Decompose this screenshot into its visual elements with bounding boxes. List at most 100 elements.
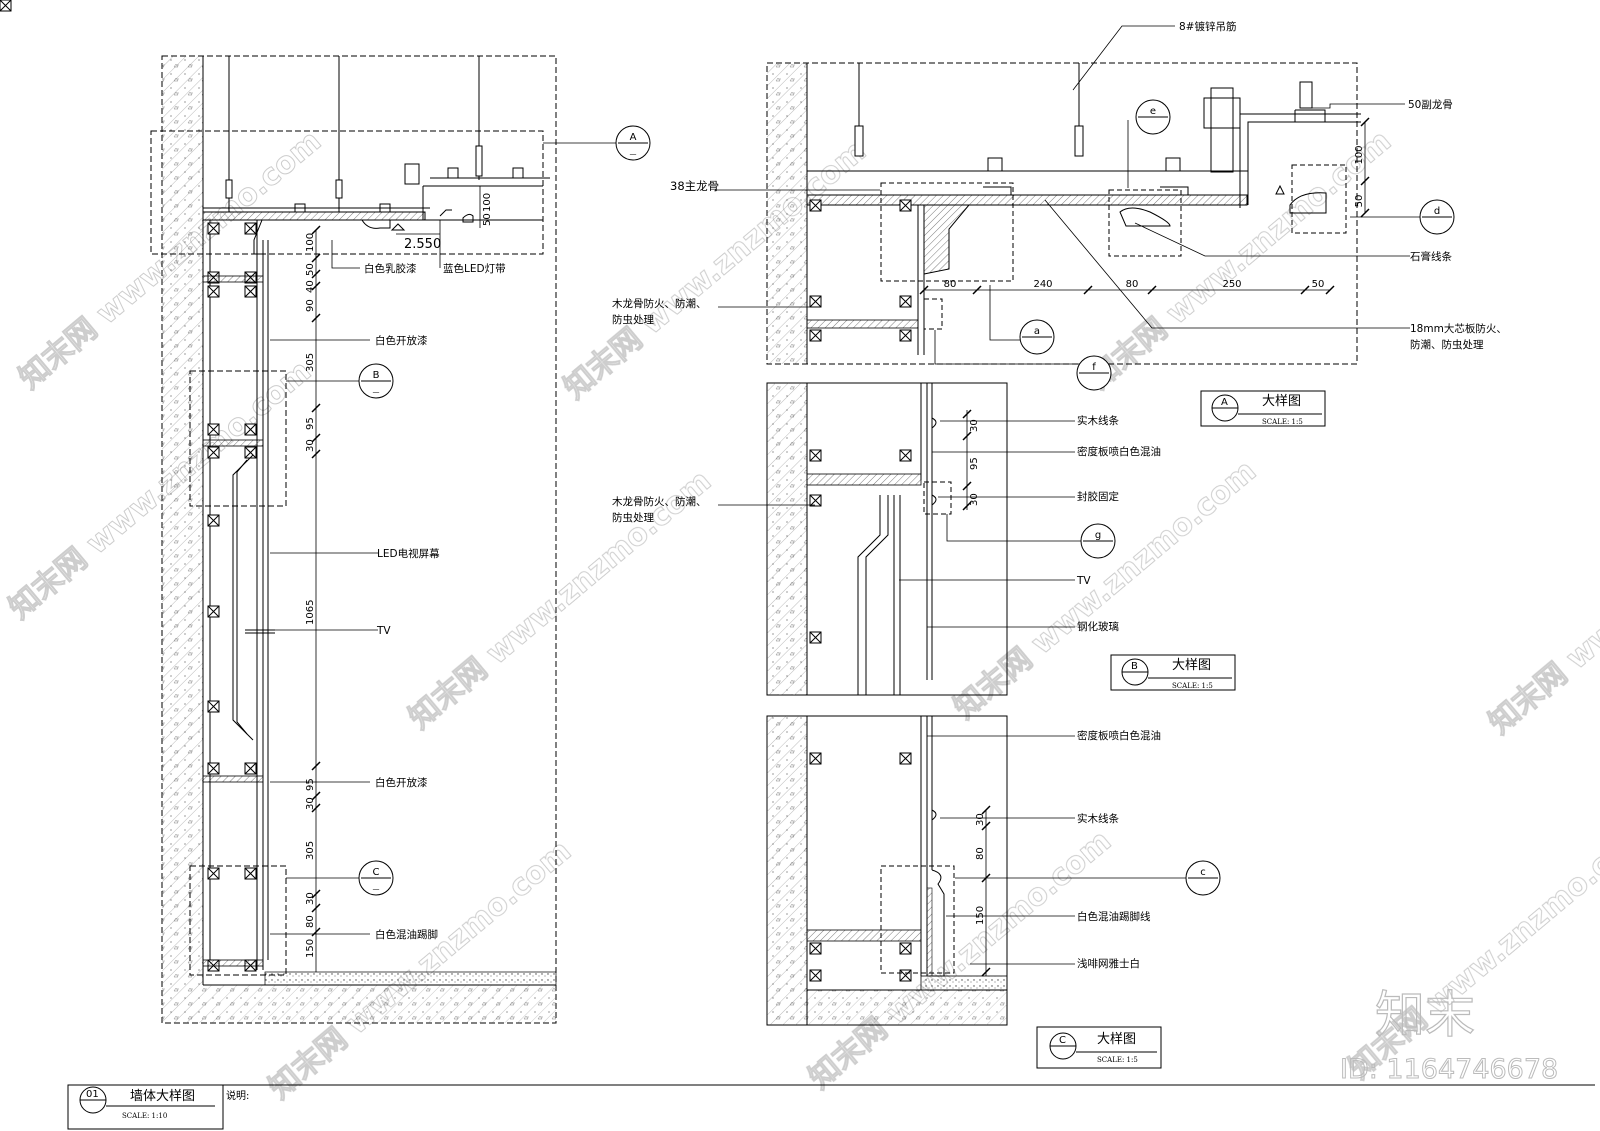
caption-a: A 大样图 SCALE: 1:5 — [1200, 390, 1326, 427]
detail-c: 30 80 150 密度板喷白色混油 实木线条 白色混油踢脚线 浅啡网雅士白 c… — [766, 715, 1221, 1069]
label-wood-keel: 防虫处理 — [612, 313, 654, 326]
dim-label: 80 — [944, 279, 957, 290]
label-stone: 浅啡网雅士白 — [1077, 957, 1140, 970]
label-main-keel: 38主龙骨 — [670, 179, 719, 193]
detail-a: 80 240 80 250 50 100 50 8#镀锌吊筋 50副龙骨 38主… — [612, 20, 1507, 427]
dim-label: 95 — [969, 457, 980, 470]
level-mark: 2.550 — [404, 237, 441, 252]
label-mdf: 密度板喷白色混油 — [1077, 445, 1161, 458]
dimension-chain — [311, 225, 321, 972]
watermark-text: 知末网 www.znzmo.com — [803, 824, 1118, 1097]
watermark-text: 知末网 www.znzmo.com — [558, 134, 873, 407]
callout-label: B — [373, 370, 380, 381]
caption-scale: SCALE: 1:5 — [1172, 682, 1213, 690]
callout-label: — — [373, 388, 380, 396]
callout-label: g — [1095, 530, 1101, 541]
label-hanger: 8#镀锌吊筋 — [1179, 20, 1236, 33]
notes-label: 说明: — [226, 1089, 249, 1102]
label-board: 防潮、防虫处理 — [1410, 338, 1484, 351]
callout-label: C — [373, 867, 380, 878]
label-solid-wood: 实木线条 — [1077, 812, 1119, 825]
drawing-title: 墙体大样图 — [130, 1089, 195, 1104]
dim-label: 240 — [1033, 279, 1052, 290]
dim-label: 50 — [1354, 195, 1365, 208]
dim-label: 80 — [305, 915, 316, 928]
wall-cladding — [209, 220, 269, 970]
dim-label: 40 — [305, 280, 316, 293]
dim-label: 100 — [482, 193, 493, 212]
watermark-text: 知末网 www.znzmo.com — [1483, 469, 1600, 742]
drawing-scale: SCALE: 1:10 — [122, 1112, 167, 1120]
dim-label: 100 — [305, 233, 316, 252]
label-mdf: 密度板喷白色混油 — [1077, 729, 1161, 742]
label-open-paint: 白色开放漆 — [375, 334, 428, 347]
caption-title: 大样图 — [1097, 1032, 1136, 1047]
main-wall-section: 2.550 — [0, 0, 651, 1024]
caption-scale: SCALE: 1:5 — [1097, 1056, 1138, 1064]
label-sub-keel: 50副龙骨 — [1408, 98, 1453, 111]
dim-label: 305 — [305, 353, 316, 372]
callout-bubbles — [358, 125, 651, 896]
label-wood-keel: 防虫处理 — [612, 511, 654, 524]
tv-unit — [232, 454, 275, 741]
callout-label: c — [1200, 867, 1206, 878]
dim-label: 50 — [482, 213, 493, 226]
dim-label: 150 — [305, 939, 316, 958]
watermark-text: 知末网 www.znzmo.com — [1343, 814, 1600, 1087]
label-solid-wood: 实木线条 — [1077, 414, 1119, 427]
caption-c: C 大样图 SCALE: 1:5 — [1036, 1026, 1162, 1069]
label-led-screen: LED电视屏幕 — [377, 547, 440, 560]
wood-battens — [0, 0, 257, 972]
drawing-number: 01 — [86, 1089, 99, 1100]
caption-b: B 大样图 SCALE: 1:5 — [1110, 654, 1236, 691]
ceiling-structure — [202, 163, 550, 255]
dim-label: 150 — [975, 906, 986, 925]
label-plaster-line: 石膏线条 — [1410, 250, 1452, 263]
caption-letter: A — [1221, 397, 1228, 408]
label-skirting: 白色混油踢脚线 — [1077, 910, 1151, 923]
label-wood-keel: 木龙骨防火、防潮、 — [612, 297, 707, 310]
label-open-paint: 白色开放漆 — [375, 776, 428, 789]
dim-label: 250 — [1222, 279, 1241, 290]
caption-scale: SCALE: 1:5 — [1262, 418, 1303, 426]
callout-label: — — [373, 885, 380, 893]
watermark-text: 知末网 www.znzmo.com — [263, 834, 578, 1107]
watermark-logo: 知末 — [1375, 986, 1475, 1044]
label-tv: TV — [1076, 575, 1091, 587]
dim-label: 30 — [305, 797, 316, 810]
watermark-id: ID: 1164746678 — [1340, 1054, 1558, 1085]
caption-letter: B — [1131, 661, 1138, 672]
callout-label: A — [630, 132, 637, 143]
dim-label: 1065 — [305, 600, 316, 625]
dim-label: 80 — [975, 847, 986, 860]
dim-label: 80 — [1126, 279, 1139, 290]
dim-label: 30 — [305, 439, 316, 452]
dim-label: 30 — [975, 813, 986, 826]
label-skirting: 白色混油踢脚 — [375, 928, 438, 941]
caption-title: 大样图 — [1262, 394, 1301, 409]
detail-b: 30 95 30 实木线条 密度板喷白色混油 木龙骨防火、防潮、 防虫处理 封胶… — [612, 382, 1236, 696]
dim-label: 30 — [305, 892, 316, 905]
dim-label: 50 — [1312, 279, 1325, 290]
dim-label: 30 — [969, 493, 980, 506]
label-tv: TV — [376, 625, 391, 637]
caption-letter: C — [1059, 1035, 1066, 1046]
dim-label: 95 — [305, 417, 316, 430]
detail-boxes — [150, 130, 544, 976]
dim-label: 30 — [969, 419, 980, 432]
label-glass: 钢化玻璃 — [1077, 620, 1119, 633]
callout-label: f — [1092, 362, 1096, 373]
callout-label: d — [1434, 206, 1440, 217]
callout-label: e — [1150, 106, 1156, 117]
caption-title: 大样图 — [1172, 658, 1211, 673]
watermark-text: 知末网 www.znzmo.com — [3, 354, 318, 627]
callout-label: — — [630, 150, 637, 158]
dim-label: 95 — [305, 778, 316, 791]
label-glue: 封胶固定 — [1077, 490, 1119, 503]
dim-label: 50 — [305, 263, 316, 276]
label-led-strip: 蓝色LED灯带 — [443, 262, 506, 275]
label-wood-keel: 木龙骨防火、防潮、 — [612, 495, 707, 508]
hanger-rods — [225, 56, 483, 212]
label-latex-paint: 白色乳胶漆 — [364, 262, 417, 275]
